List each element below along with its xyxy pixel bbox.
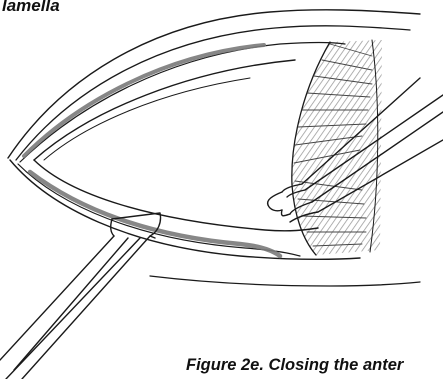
eyeball-shading	[292, 40, 382, 255]
top-label: lamella	[2, 0, 60, 16]
retractor-instrument	[0, 213, 161, 379]
figure-caption: Figure 2e. Closing the anter	[186, 356, 403, 375]
